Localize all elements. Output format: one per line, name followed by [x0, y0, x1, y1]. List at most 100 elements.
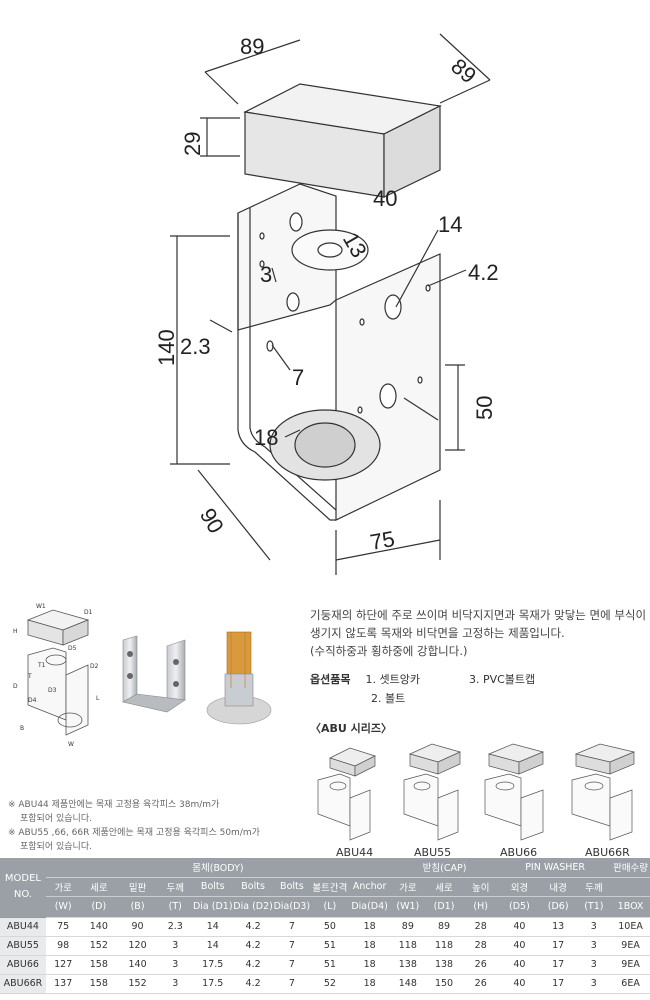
column-header-top: 세로	[425, 877, 463, 897]
small-label-d1: D1	[84, 609, 93, 616]
table-cell: 4.2	[232, 936, 274, 956]
dim-base-depth: 90	[195, 504, 229, 538]
series-label-abu55: ABU55	[414, 846, 452, 859]
bracket-inner-edge	[249, 208, 337, 511]
table-cell: 18	[349, 936, 390, 956]
column-header-bottom: (D1)	[425, 896, 463, 918]
table-cell: 28	[462, 936, 500, 956]
column-header-bottom: 1BOX	[611, 896, 650, 918]
column-header-top: Bolts	[273, 877, 311, 897]
column-header-top: 볼트간격	[310, 877, 350, 897]
dim-height: 140	[154, 329, 179, 366]
dim-bottom-hole: 18	[254, 425, 278, 450]
table-cell: 51	[310, 955, 350, 975]
column-header-bottom: (T1)	[576, 896, 612, 918]
small-label-t1: T1	[37, 662, 46, 669]
table-cell: 17.5	[192, 955, 233, 975]
back-small-hole-1	[259, 232, 265, 240]
table-cell: 120	[117, 936, 158, 956]
description-line-1: 기둥재의 하단에 주로 쓰이며 비닥지지면과 목재가 맞닿는 면에 부식이	[310, 608, 647, 622]
column-header-bottom: (D5)	[499, 896, 540, 918]
column-header-top: 내경	[539, 877, 577, 897]
column-header-top: 가로	[390, 877, 426, 897]
table-cell: 7	[273, 917, 311, 937]
cap-side-face	[383, 105, 441, 198]
table-cell: 158	[80, 974, 118, 994]
table-cell: 7	[273, 974, 311, 994]
column-header-bottom: (D)	[80, 896, 118, 918]
table-cell: 98	[45, 936, 81, 956]
table-cell: 6EA	[611, 974, 650, 994]
notes-block: ※ ABU44 제품안에는 목재 고정용 육각피스 38m/m가 포함되어 있습…	[8, 798, 260, 854]
table-cell: 137	[45, 974, 81, 994]
table-cell: 89	[390, 917, 426, 937]
table-cell: 3	[157, 955, 193, 975]
table-column-header-row-2: (W)(D)(B)(T)Dia (D1)Dia (D2)Dia(D3)(L)Di…	[0, 896, 650, 918]
front-small-hole-2	[359, 318, 365, 326]
small-label-h: H	[13, 628, 18, 635]
table-cell: 150	[425, 974, 463, 994]
table-cell: 3	[576, 955, 612, 975]
group-body: 몸체(BODY)	[45, 858, 390, 878]
column-header-top: 두께	[157, 877, 193, 897]
column-header-top: 가로	[45, 877, 81, 897]
table-cell: 138	[425, 955, 463, 975]
bracket-u-bend	[237, 213, 336, 521]
pin-washer-hole	[317, 242, 343, 258]
small-labeled-drawing: W1 D1 H D5 D T1 D2 T D3 D4 B L W	[13, 603, 100, 748]
column-header-bottom: (W)	[45, 896, 81, 918]
table-cell: 7	[273, 936, 311, 956]
table-cell: 3	[576, 974, 612, 994]
column-header-top: Anchor	[349, 877, 390, 897]
small-label-d3: D3	[48, 687, 57, 694]
small-label-w1: W1	[36, 603, 46, 610]
dim-hole-big: 14	[438, 212, 462, 237]
spec-table: MODEL NO. 몸체(BODY) 받침(CAP) PIN WASHER 판매…	[0, 858, 650, 994]
product-description: 기둥재의 하단에 주로 쓰이며 비닥지지면과 목재가 맞닿는 면에 부식이 생기…	[310, 606, 646, 660]
back-hole-1	[289, 212, 303, 232]
table-cell: 18	[349, 917, 390, 937]
series-title: 〈ABU 시리즈〉	[310, 722, 393, 735]
column-header-bottom: (W1)	[390, 896, 426, 918]
description-line-2: 생기지 않도록 목재와 비닥면을 고정하는 제품입니다.	[310, 626, 565, 640]
note-line-1: ※ ABU44 제품안에는 목재 고정용 육각피스 38m/m가	[8, 800, 220, 810]
dim-spacing: 50	[472, 396, 497, 420]
table-cell: 17	[539, 974, 577, 994]
column-header-bottom: (H)	[462, 896, 500, 918]
column-header-bottom: Dia (D1)	[192, 896, 233, 918]
table-cell: 18	[349, 955, 390, 975]
table-cell: 51	[310, 936, 350, 956]
option-item-1: 1. 셋트앙카	[365, 673, 420, 686]
table-cell: 4.2	[232, 917, 274, 937]
main-technical-drawing: 89 89 29 40 13 3 2.3 140 7 14 4.2 50 18 …	[154, 33, 499, 575]
table-cell: 89	[425, 917, 463, 937]
dim-thickness: 2.3	[180, 334, 211, 359]
table-cell: 138	[390, 955, 426, 975]
table-cell: 17.5	[192, 974, 233, 994]
table-cell: 3	[576, 936, 612, 956]
column-header-bottom: Dia(D3)	[273, 896, 311, 918]
table-cell: 127	[45, 955, 81, 975]
column-header-bottom: (B)	[117, 896, 158, 918]
series-drawing-abu55	[403, 743, 462, 841]
model-cell: ABU44	[0, 917, 46, 937]
dim-cap-height: 29	[180, 132, 205, 156]
series-label-abu66: ABU66	[500, 846, 538, 859]
small-label-d2: D2	[90, 663, 99, 670]
front-hole-1	[384, 294, 402, 320]
dim-top-depth: 89	[446, 53, 481, 88]
column-header-bottom: (L)	[310, 896, 350, 918]
table-cell: 140	[117, 955, 158, 975]
note-line-2: 포함되어 있습니다.	[20, 814, 92, 824]
product-photo-bracket	[122, 635, 186, 713]
dim-base-width: 75	[368, 526, 396, 555]
column-header-bottom: (D6)	[539, 896, 577, 918]
product-photo-installed	[206, 631, 272, 725]
group-washer: PIN WASHER	[499, 858, 612, 878]
column-header-bottom: (T)	[157, 896, 193, 918]
